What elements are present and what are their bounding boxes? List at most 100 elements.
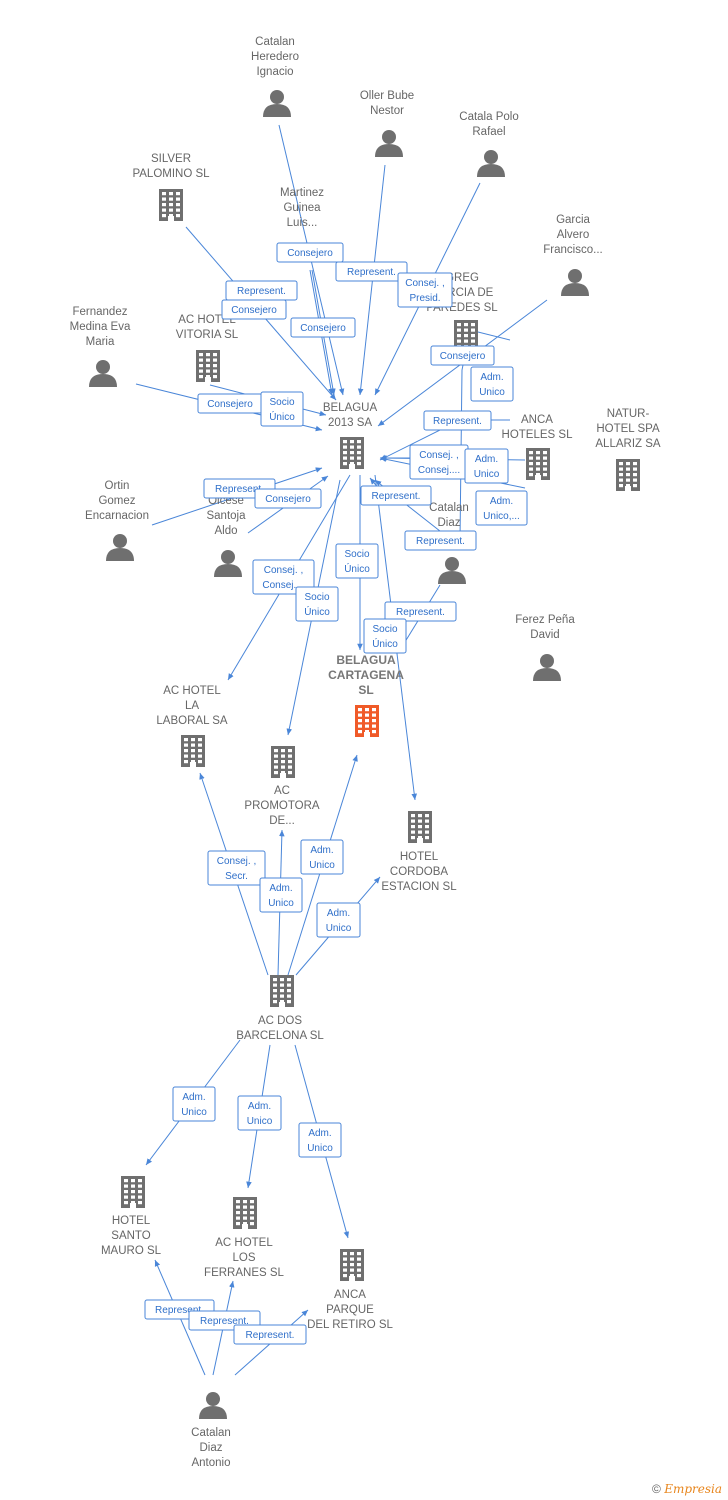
edge-label-box[interactable] <box>298 1122 342 1158</box>
edge-label-box[interactable] <box>290 317 356 338</box>
edge-label[interactable]: Adm.Unico <box>316 902 361 938</box>
edge-label[interactable]: Consejero <box>197 393 263 414</box>
edge-label-text: Socio <box>269 397 294 408</box>
edge-label-box[interactable] <box>360 485 432 506</box>
building-icon <box>340 1249 364 1281</box>
edge-label-box[interactable] <box>221 299 287 320</box>
edge-label-box[interactable] <box>397 272 453 308</box>
edge-label-box[interactable] <box>233 1324 307 1345</box>
brand-logo[interactable]: Empresia <box>664 1482 722 1496</box>
edge-label-box[interactable] <box>430 345 495 366</box>
edge-label-box[interactable] <box>423 410 492 431</box>
edge-label-box[interactable] <box>464 448 509 484</box>
node-label: BARCELONA SL <box>236 1030 324 1042</box>
node-label: Luis... <box>287 217 318 229</box>
building-icon <box>355 705 379 737</box>
edge-label[interactable]: Consej. ,Secr. <box>207 850 266 886</box>
edge-label-box[interactable] <box>237 1095 282 1131</box>
edge-label-box[interactable] <box>172 1086 216 1122</box>
edge-label-box[interactable] <box>470 366 514 402</box>
node-garcia-alvero[interactable]: GarciaAlveroFrancisco... <box>543 214 603 296</box>
node-label: David <box>530 629 559 641</box>
edge-label-text: Represent. <box>347 267 396 278</box>
edge-label[interactable]: Represent. <box>360 485 432 506</box>
edge-label[interactable]: Represent. <box>384 601 457 622</box>
edge-label[interactable]: Consej. ,Presid. <box>397 272 453 308</box>
person-icon <box>477 150 505 177</box>
edge-label[interactable]: Consejero <box>221 299 287 320</box>
node-ac-promotora[interactable]: ACPROMOTORADE... <box>244 746 320 827</box>
node-label: CARTAGENA <box>328 668 404 682</box>
edge-label[interactable]: Adm.Unico <box>300 839 344 875</box>
edge-label-text: Único <box>269 410 295 423</box>
edge-label[interactable]: Represent. <box>225 280 298 301</box>
edge-label-box[interactable] <box>384 601 457 622</box>
edge-label[interactable]: Adm.Unico <box>464 448 509 484</box>
edge-label-text: Represent. <box>237 286 286 297</box>
edge-label-box[interactable] <box>260 391 304 427</box>
edge-label[interactable]: Adm.Unico <box>237 1095 282 1131</box>
edge-label-box[interactable] <box>252 559 315 595</box>
edge-label-box[interactable] <box>276 242 344 263</box>
edge-label-box[interactable] <box>259 877 303 913</box>
edge-label-box[interactable] <box>207 850 266 886</box>
edge-label[interactable]: Consej. ,Consej.... <box>409 444 469 480</box>
edge-label-box[interactable] <box>475 490 528 526</box>
building-icon <box>340 437 364 469</box>
node-label: Garcia <box>556 214 590 226</box>
edge-label[interactable]: Adm.Unico <box>298 1122 342 1158</box>
edge-label[interactable]: Adm.Unico <box>470 366 514 402</box>
edge-label[interactable]: Represent. <box>404 530 477 551</box>
edge-label-box[interactable] <box>335 543 379 579</box>
edge-label[interactable]: Adm.Unico <box>172 1086 216 1122</box>
edge-label-box[interactable] <box>300 839 344 875</box>
edge-label-box[interactable] <box>254 488 322 509</box>
edge-label[interactable]: Consejero <box>276 242 344 263</box>
edge-label-box[interactable] <box>363 618 407 654</box>
copyright-symbol: © <box>652 1482 661 1496</box>
node-label: FERRANES SL <box>204 1267 284 1279</box>
edge-label-box[interactable] <box>316 902 361 938</box>
edge-label-text: Represent. <box>416 536 465 547</box>
edge-label[interactable]: Adm.Unico <box>259 877 303 913</box>
edge-label-box[interactable] <box>335 261 408 282</box>
edge-label-box[interactable] <box>295 586 339 622</box>
edge-label[interactable]: Consejero <box>254 488 322 509</box>
edge-label-text: Socio <box>344 549 369 560</box>
edge-label[interactable]: Adm.Unico,... <box>475 490 528 526</box>
edge-label[interactable]: Represent. <box>423 410 492 431</box>
edge-label[interactable]: Represent. <box>335 261 408 282</box>
edge-label[interactable]: Consejero <box>430 345 495 366</box>
edge-label[interactable]: Represent. <box>233 1324 307 1345</box>
edge-label-text: Adm. <box>490 496 513 507</box>
edge-label-box[interactable] <box>404 530 477 551</box>
edge-label[interactable]: Consejero <box>290 317 356 338</box>
edge-label[interactable]: Consej. ,Consej.... <box>252 559 315 595</box>
edge-label-text: Unico <box>307 1143 333 1154</box>
